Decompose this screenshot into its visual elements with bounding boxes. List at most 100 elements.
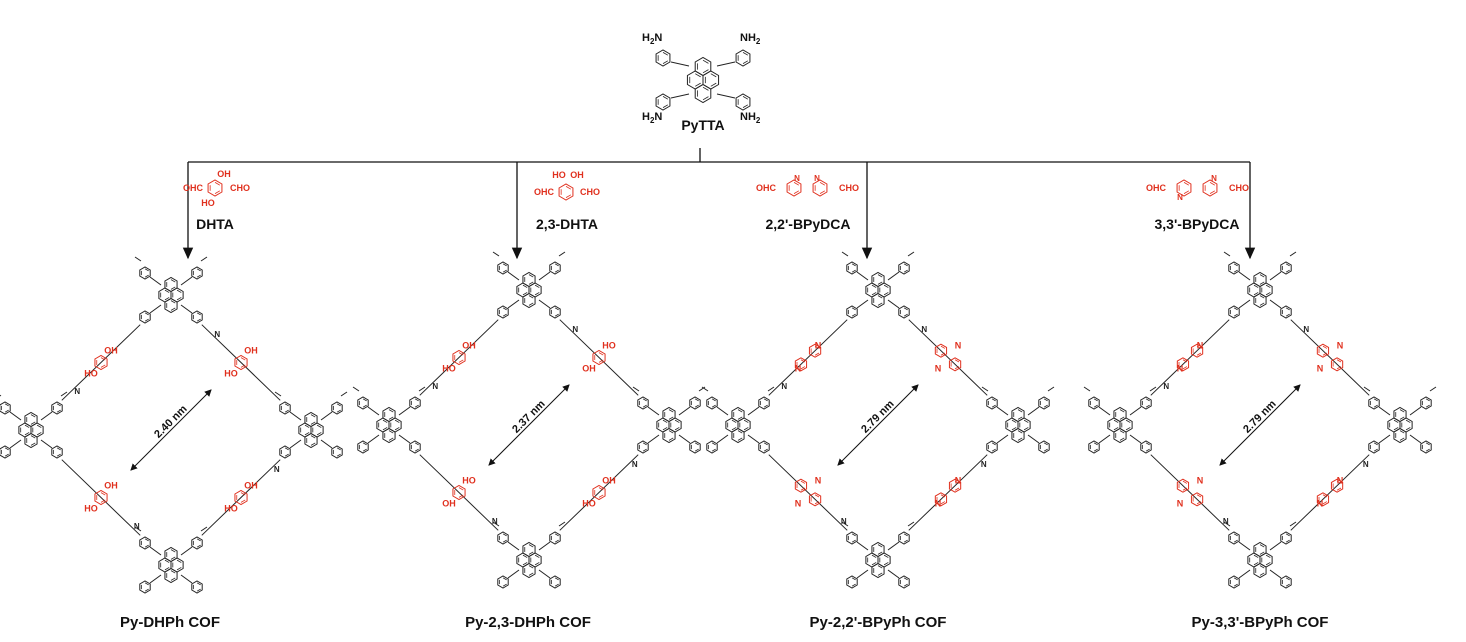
cof1-imine-n: N (492, 517, 498, 526)
cof3-phenyl-bond (1285, 533, 1290, 537)
cof3-phenyl-bond (1285, 577, 1290, 581)
cof1-phenyl-bond (554, 269, 559, 273)
cof3-pyrene-ring (1393, 406, 1407, 423)
cof2-pyrene-ring-bond (883, 284, 889, 288)
cof2-edge (768, 319, 848, 396)
cof2-pyrene-ring-bond (877, 565, 883, 569)
cof1-phenyl (497, 305, 509, 319)
cof2-pyrene-ring-bond (883, 562, 889, 566)
cof0-pyrene-ring-bond (30, 442, 36, 446)
cof2-pyrene-ring-bond (871, 562, 877, 566)
bpy33-ring-1-bond (1183, 190, 1190, 194)
cof1-pyrene-ring-bond (522, 562, 528, 566)
cof1-phenyl-bond (642, 448, 647, 452)
cof0-arm (9, 439, 22, 449)
cof0-phenyl-bond (144, 312, 149, 316)
cof3-stub (1223, 251, 1231, 257)
cof2-substituent: N (955, 341, 962, 351)
cof0-phenyl-bond (196, 274, 201, 278)
cof3-linker-ring-bond (1336, 359, 1342, 363)
cof3-phenyl (1088, 440, 1100, 454)
cof1-phenyl-bond (694, 448, 699, 452)
cof1-phenyl (357, 440, 369, 454)
amine-label-br: NH2 (740, 111, 761, 125)
cof2-phenyl-bond (763, 404, 768, 408)
cof2-phenyl (846, 575, 858, 589)
cof2-phenyl (706, 396, 718, 410)
dhta-ring-bond (214, 190, 221, 194)
cof1-pyrene-ring (662, 406, 676, 423)
cof3-pyrene-ring-bond (1259, 572, 1265, 576)
cof0-phenyl-bond (336, 453, 341, 457)
cof2-phenyl-bond (991, 448, 996, 452)
cof2-imine-n: N (841, 517, 847, 526)
dhta23-ring-bond (565, 186, 572, 190)
cof1-phenyl-bond (642, 442, 647, 446)
cof0-phenyl (139, 536, 151, 550)
cof0-pyrene-ring-bond (176, 297, 182, 301)
cof0-pyrene-ring-bond (24, 432, 30, 436)
cof0-phenyl-bond (144, 588, 149, 592)
cof3-stub (1289, 521, 1297, 527)
linker-name-dhta: DHTA (196, 216, 234, 232)
cof0-phenyl-bond (4, 403, 9, 407)
cof0-pyrene-ring-bond (304, 424, 310, 428)
cof0-pyrene-ring-bond (36, 424, 42, 428)
cof1-pyrene-ring-bond (388, 430, 394, 434)
cof1-pyrene-ring-bond (668, 409, 674, 413)
cof2-linker-ring-bond (954, 480, 960, 484)
cof3-pyrene-ring-bond (1265, 554, 1271, 558)
dhta23-ring (558, 183, 574, 201)
dhta-ring-bond (214, 182, 221, 186)
cof2-phenyl-bond (851, 583, 856, 587)
cof2-pyrene-ring-bond (731, 427, 737, 431)
pytta-arm-bond (716, 61, 736, 67)
cof0-pyrene-ring-bond (304, 432, 310, 436)
cof0-phenyl-bond (56, 403, 61, 407)
cof1-arm (647, 406, 660, 416)
cof3-pyrene-ring (1253, 292, 1267, 309)
cof0-phenyl-bond (196, 588, 201, 592)
cof3-stub (1083, 386, 1091, 392)
cof3-linker-ring (1176, 478, 1190, 493)
cof2-pyrene-ring (871, 562, 885, 579)
cof3-phenyl-bond (1145, 404, 1150, 408)
cof0-phenyl-bond (336, 409, 341, 413)
amine-label-tr: NH2 (740, 32, 761, 46)
cof1-phenyl (549, 305, 561, 319)
cof3-arm (1409, 406, 1422, 416)
cof1-linker-ring-bond (598, 352, 604, 356)
cof0-pyrene-ring-bond (164, 567, 170, 571)
cof1-pyrene-ring-bond (668, 437, 674, 441)
cof1-linker-ring-bond (458, 494, 464, 498)
reaction-tree (182, 148, 1256, 260)
cof0-phenyl-bond (196, 318, 201, 322)
cof2-arm (996, 434, 1009, 444)
cof2-edge (768, 454, 848, 531)
cof3-phenyl-bond (1233, 577, 1238, 581)
cof2-arm (716, 406, 729, 416)
bpy22-ring-1 (786, 179, 802, 197)
cof0-edge (201, 324, 281, 401)
dhta23-ring-bond (565, 194, 572, 198)
cof2-imine-n: N (921, 325, 927, 334)
pytta-phenyl-bond (662, 104, 669, 108)
cof2-phenyl-bond (851, 307, 856, 311)
cof2-stub (907, 521, 915, 527)
cof1-phenyl-bond (414, 442, 419, 446)
cof1-arm (678, 406, 691, 416)
cof2-phenyl (898, 575, 910, 589)
cof0-pyrene-ring-bond (24, 424, 30, 428)
cof3-pyrene-ring-bond (1119, 409, 1125, 413)
dhta23-oh-2: OH (570, 170, 584, 180)
cof0-imine-n: N (214, 330, 220, 339)
cof3-pyrene-ring-bond (1393, 427, 1399, 431)
cof1-substituent: OH (602, 476, 616, 486)
cof0-stub (0, 394, 2, 397)
cof2-phenyl (986, 440, 998, 454)
cof2-pyrene-ring-bond (731, 419, 737, 423)
cof0-pyrene-ring-bond (30, 421, 36, 425)
cof1-arm (398, 434, 411, 444)
cof1-phenyl-bond (694, 404, 699, 408)
